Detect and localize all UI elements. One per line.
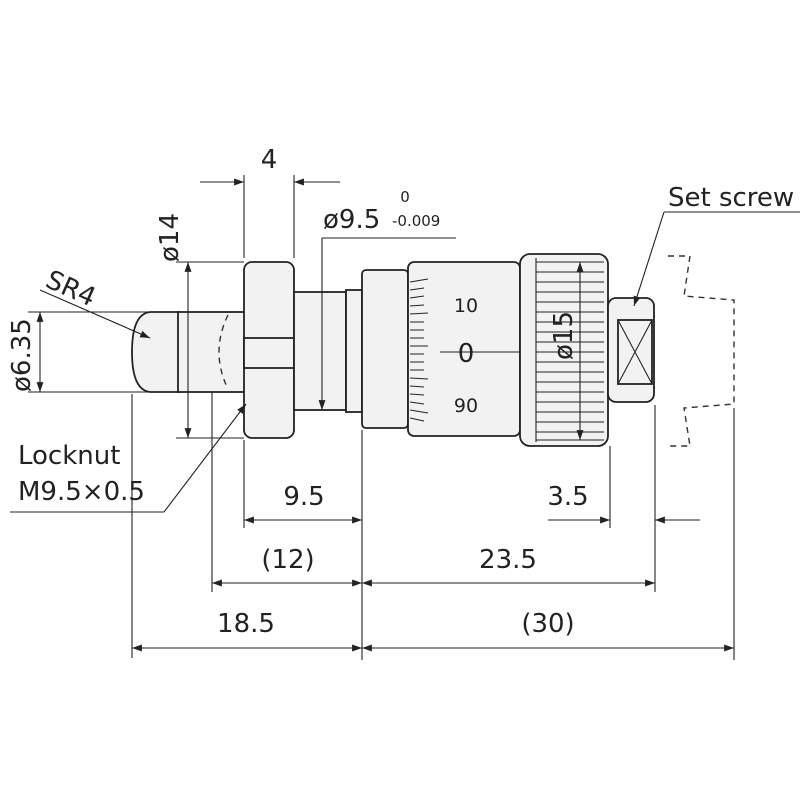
label-set-screw: Set screw <box>668 183 794 213</box>
dim-tol-upper: 0 <box>400 188 410 206</box>
dim-18-5: 18.5 <box>217 609 275 639</box>
dim-nut-width: 4 <box>261 145 278 175</box>
dim-9-5: 9.5 <box>283 482 324 512</box>
locknut-flat <box>243 337 295 369</box>
dim-tol-lower: -0.009 <box>392 212 440 230</box>
scale-90: 90 <box>454 395 478 417</box>
scale-0: 0 <box>458 339 475 369</box>
knurling <box>536 261 604 441</box>
dim-tip-dia: ø6.35 <box>7 318 37 392</box>
scale-10: 10 <box>454 295 478 317</box>
leader-lines <box>10 211 800 513</box>
dim-sphere-radius: SR4 <box>41 265 100 313</box>
label-locknut: Locknut <box>18 441 120 471</box>
phantom-attachment <box>668 255 735 447</box>
dim-23-5: 23.5 <box>479 545 537 575</box>
spindle-sleeve <box>293 291 347 411</box>
extension-lines <box>28 175 735 660</box>
dim-spindle-dia: ø9.5 <box>323 205 380 235</box>
label-locknut-thread: M9.5×0.5 <box>18 477 145 507</box>
dim-nut-dia: ø14 <box>155 213 185 262</box>
thimble-graduations <box>409 278 429 422</box>
dim-30: (30) <box>521 609 574 639</box>
dim-thimble-dia: ø15 <box>549 311 579 360</box>
dim-12: (12) <box>261 545 314 575</box>
sleeve-step <box>345 289 363 413</box>
hidden-thread <box>218 314 229 390</box>
dimension-lines <box>36 178 734 652</box>
spindle-tip <box>131 311 180 393</box>
dim-3-5: 3.5 <box>547 482 588 512</box>
sleeve-barrel <box>361 269 409 429</box>
